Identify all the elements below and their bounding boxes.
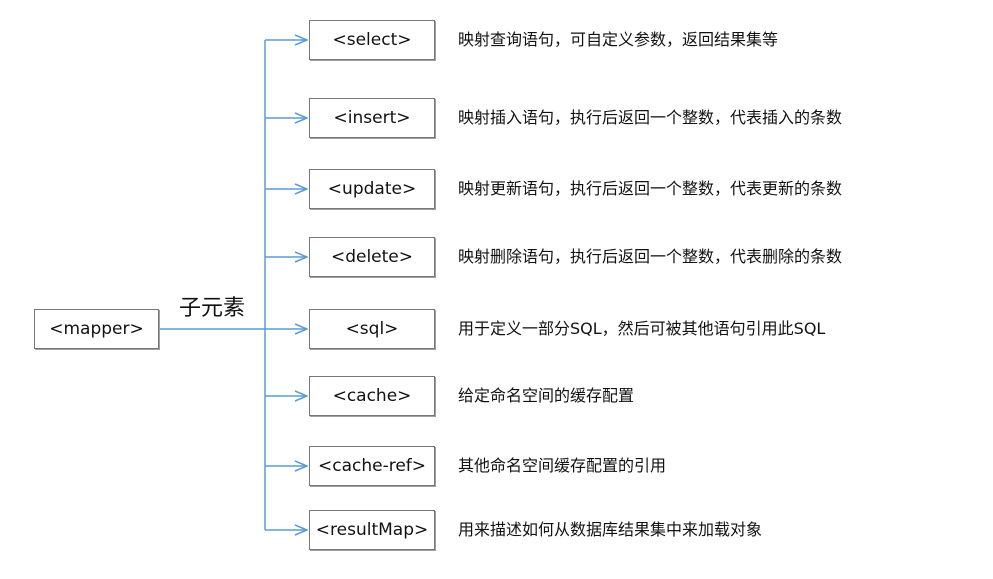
insert-node-label: <insert> (333, 108, 411, 128)
cache-description: 给定命名空间的缓存配置 (458, 386, 635, 405)
select-node-label: <select> (332, 30, 412, 50)
branch-arrows (265, 40, 307, 530)
child-elements-label: 子元素 (179, 296, 246, 321)
result-map-description: 用来描述如何从数据库结果集中来加载对象 (458, 520, 763, 539)
delete-node: <delete> (309, 237, 435, 277)
result-map-node-label: <resultMap> (315, 520, 429, 540)
cache-ref-node: <cache-ref> (309, 446, 435, 486)
cache-ref-node-label: <cache-ref> (317, 456, 427, 476)
cache-node: <cache> (309, 376, 435, 416)
cache-node-label: <cache> (332, 386, 412, 406)
select-node: <select> (309, 20, 435, 60)
delete-description: 映射删除语句，执行后返回一个整数，代表删除的条数 (458, 247, 843, 266)
update-description: 映射更新语句，执行后返回一个整数，代表更新的条数 (458, 179, 843, 198)
update-node-label: <update> (327, 179, 417, 199)
select-description: 映射查询语句，可自定义参数，返回结果集等 (458, 30, 779, 49)
sql-node: <sql> (309, 309, 435, 349)
delete-node-label: <delete> (330, 247, 414, 267)
mapper-node-label: <mapper> (49, 319, 144, 339)
sql-node-label: <sql> (345, 319, 399, 339)
insert-node: <insert> (309, 98, 435, 138)
cache-ref-description: 其他命名空间缓存配置的引用 (458, 456, 667, 475)
sql-description: 用于定义一部分SQL，然后可被其他语句引用此SQL (458, 319, 826, 338)
update-node: <update> (309, 169, 435, 209)
insert-description: 映射插入语句，执行后返回一个整数，代表插入的条数 (458, 108, 843, 127)
result-map-node: <resultMap> (309, 510, 435, 550)
mapper-node: <mapper> (34, 309, 159, 349)
